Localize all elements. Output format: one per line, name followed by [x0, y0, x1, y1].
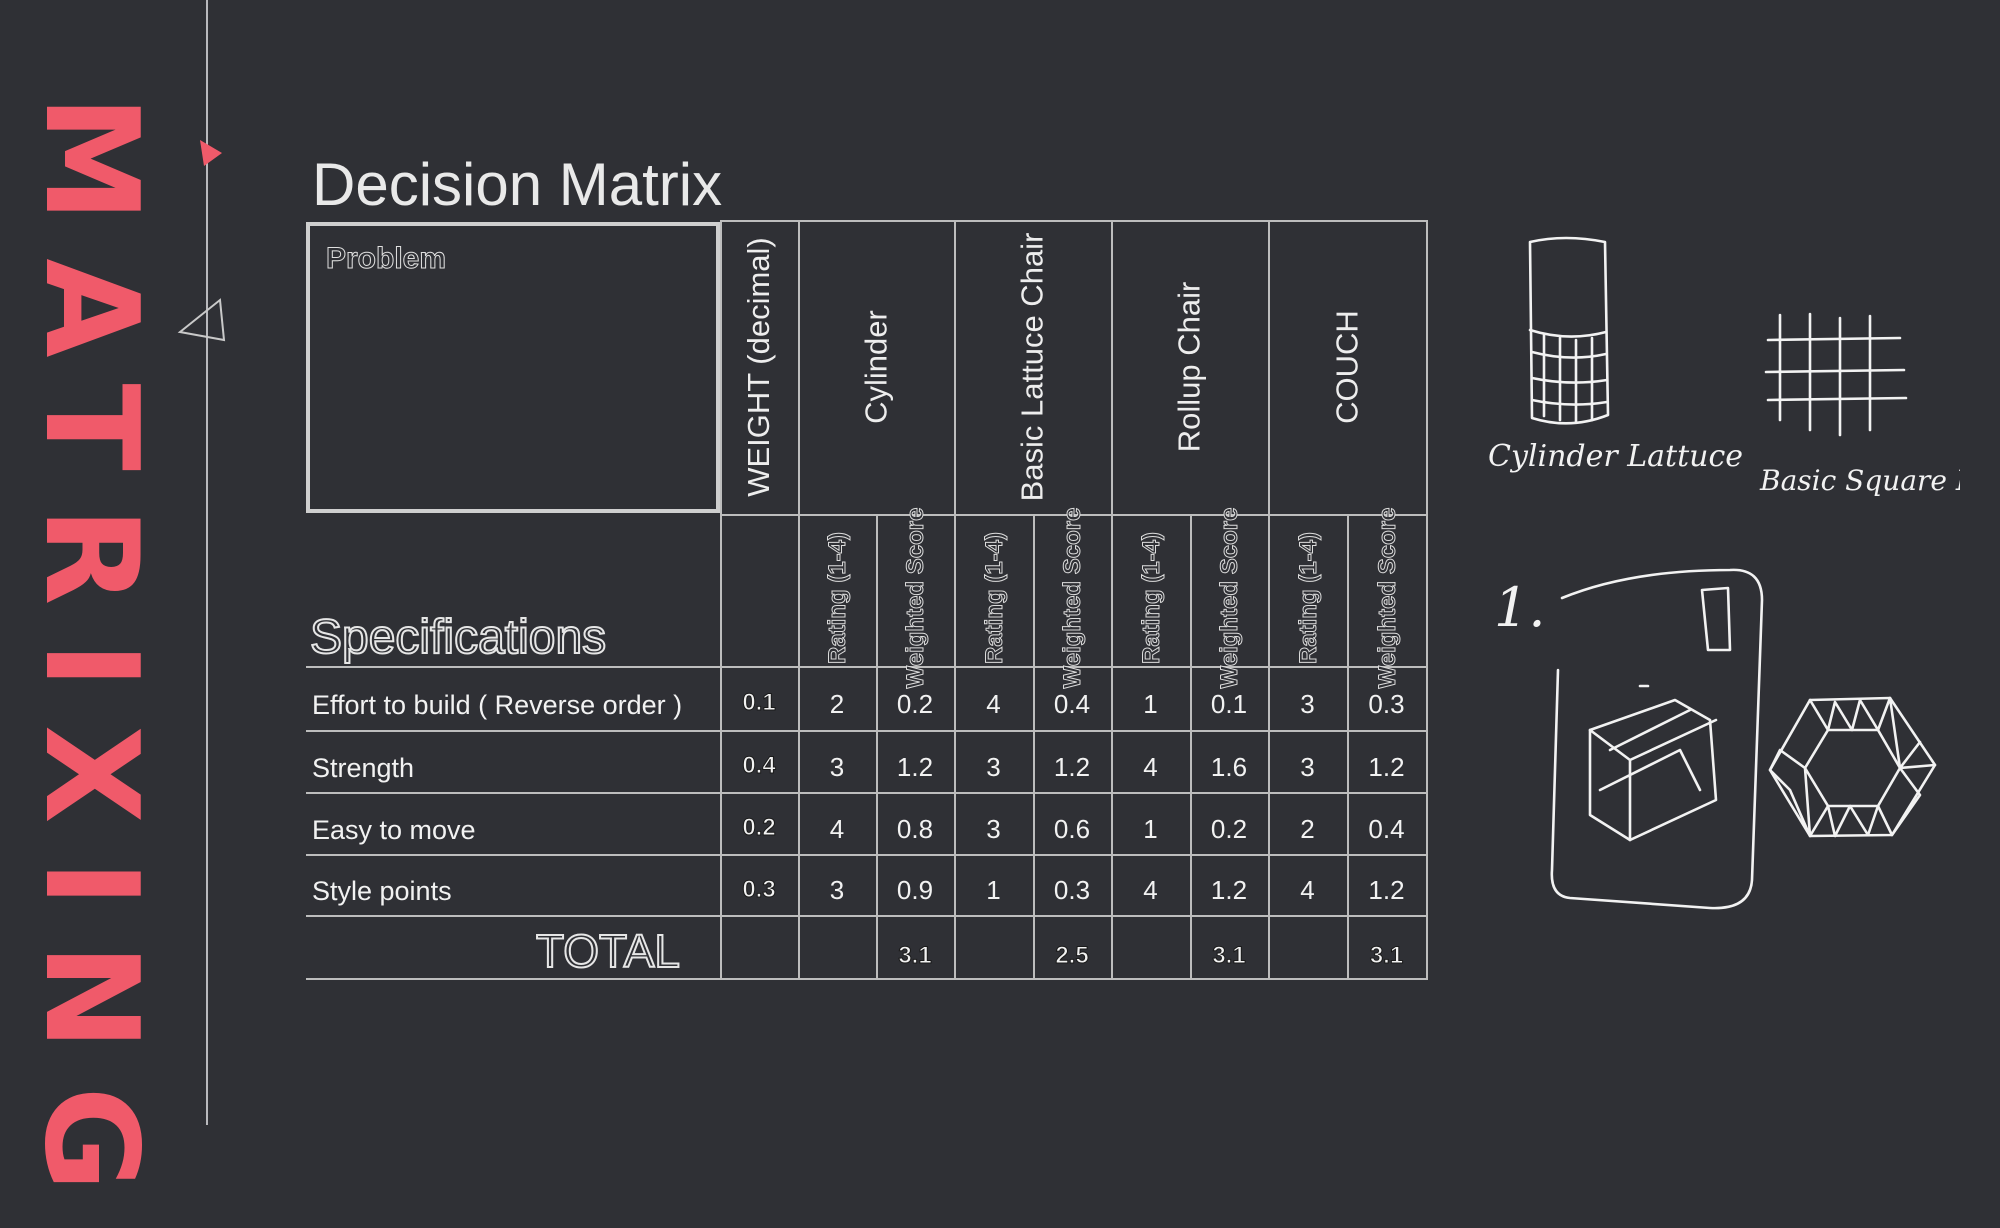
- vertical-divider: [206, 0, 208, 1125]
- row-divider: [306, 978, 1428, 980]
- weight-header: WEIGHT (decimal): [741, 237, 776, 497]
- weighted-score-value: 1.2: [1210, 875, 1248, 905]
- weighted-score-value: 1.6: [1210, 751, 1248, 782]
- weighted-score-value: 0.4: [1053, 688, 1091, 719]
- hexagon-lattice-sketch: [1768, 696, 1937, 838]
- rating-value: 4: [829, 813, 845, 844]
- weighted-score-value: 0.3: [1368, 688, 1405, 719]
- rating-value: 3: [986, 751, 1001, 782]
- hand-drawn-sketches: Cylinder Lattuce Basic Square Lattice 1.: [1488, 236, 1960, 910]
- rating-value: 3: [1300, 688, 1315, 719]
- square-lattice-label: Basic Square Lattice: [1759, 464, 1960, 497]
- rating-value: 4: [1143, 875, 1158, 905]
- sub-column-divider: [1033, 514, 1035, 980]
- problem-box: Problem: [306, 222, 720, 513]
- rating-value: 4: [986, 688, 1001, 719]
- rating-value: 4: [1300, 875, 1315, 905]
- rating-value: 3: [1300, 751, 1315, 782]
- page-title: Decision Matrix: [312, 151, 723, 218]
- weighted-score-subheader: Weighted Score: [901, 507, 929, 689]
- rating-subheader: Rating (1-4): [980, 532, 1008, 665]
- weighted-score-value: 1.2: [1368, 875, 1405, 905]
- sub-column-divider: [876, 514, 878, 980]
- option-header: Rollup Chair: [1171, 281, 1207, 453]
- cylinder-lattice-sketch: [1528, 236, 1610, 425]
- spec-label: Strength: [312, 752, 415, 783]
- sub-column-divider: [1347, 514, 1349, 980]
- decision-matrix-table: Problem Specifications TOTAL WEIGHT (dec…: [306, 220, 1430, 980]
- weighted-score-value: 0.4: [1368, 813, 1405, 844]
- option-total: 3.1: [898, 941, 932, 969]
- column-divider: [798, 220, 800, 980]
- option-total: 2.5: [1055, 941, 1089, 969]
- row-divider: [306, 730, 1428, 732]
- weighted-score-subheader: Weighted Score: [1373, 507, 1401, 689]
- weighted-score-subheader: Weighted Score: [1058, 507, 1086, 689]
- rating-value: 1: [986, 875, 1001, 905]
- spec-label: Easy to move: [312, 814, 476, 845]
- rating-subheader: Rating (1-4): [1294, 532, 1322, 665]
- spec-label: Style points: [312, 876, 452, 906]
- rating-value: 4: [1143, 751, 1158, 782]
- row-divider: [306, 915, 1428, 917]
- option-divider: [1111, 220, 1113, 980]
- weighted-score-value: 0.8: [896, 813, 934, 844]
- weighted-score-value: 0.1: [1210, 688, 1248, 719]
- weight-value: 0.3: [742, 875, 776, 903]
- option-total: 3.1: [1212, 941, 1246, 969]
- square-lattice-sketch: [1764, 312, 1908, 437]
- option-total: 3.1: [1369, 941, 1404, 969]
- rollup-chair-sketch: [1550, 568, 1764, 910]
- weighted-score-value: 0.3: [1053, 875, 1091, 905]
- cylinder-lattice-label: Cylinder Lattuce: [1488, 439, 1743, 474]
- total-label: TOTAL: [535, 924, 681, 978]
- option-header: Basic Lattuce Chair: [1014, 232, 1050, 502]
- rating-value: 3: [986, 813, 1001, 844]
- weighted-score-value: 0.2: [1210, 813, 1248, 844]
- rating-subheader: Rating (1-4): [1137, 532, 1165, 665]
- table-border-right: [1426, 220, 1428, 980]
- column-divider: [720, 220, 722, 980]
- table-border-top: [720, 220, 1428, 222]
- specifications-label: Specifications: [309, 610, 607, 665]
- side-title: MATRIXING: [16, 95, 165, 1228]
- weighted-score-value: 0.2: [896, 688, 934, 719]
- option-header: Cylinder: [858, 310, 893, 424]
- weighted-score-value: 0.6: [1053, 813, 1091, 844]
- problem-label: Problem: [325, 242, 447, 276]
- weight-value: 0.1: [742, 689, 776, 717]
- rating-value: 2: [829, 688, 845, 719]
- rating-value: 1: [1143, 688, 1158, 719]
- option-divider: [1268, 220, 1270, 980]
- sub-column-divider: [1190, 514, 1192, 980]
- weighted-score-value: 1.2: [1368, 751, 1405, 782]
- row-divider: [306, 792, 1428, 794]
- rating-subheader: Rating (1-4): [823, 532, 851, 665]
- rating-value: 3: [829, 751, 845, 782]
- sketch-number: 1.: [1494, 576, 1546, 639]
- option-header: COUCH: [1329, 310, 1364, 424]
- weighted-score-subheader: Weighted Score: [1215, 507, 1243, 689]
- rating-value: 3: [829, 875, 845, 905]
- weight-value: 0.2: [742, 814, 776, 842]
- rating-value: 2: [1300, 813, 1315, 844]
- rating-value: 1: [1143, 813, 1158, 844]
- weighted-score-value: 1.2: [1053, 751, 1091, 782]
- outline-triangle-decoration: [177, 298, 226, 342]
- row-divider: [306, 854, 1428, 856]
- red-triangle-decoration: [200, 140, 222, 166]
- weighted-score-value: 0.9: [896, 875, 934, 905]
- row-divider: [306, 666, 1428, 668]
- option-divider: [954, 220, 956, 980]
- weighted-score-value: 1.2: [896, 751, 934, 782]
- spec-label: Effort to build ( Reverse order ): [312, 689, 683, 720]
- header-divider: [720, 514, 1428, 516]
- weight-value: 0.4: [742, 752, 776, 780]
